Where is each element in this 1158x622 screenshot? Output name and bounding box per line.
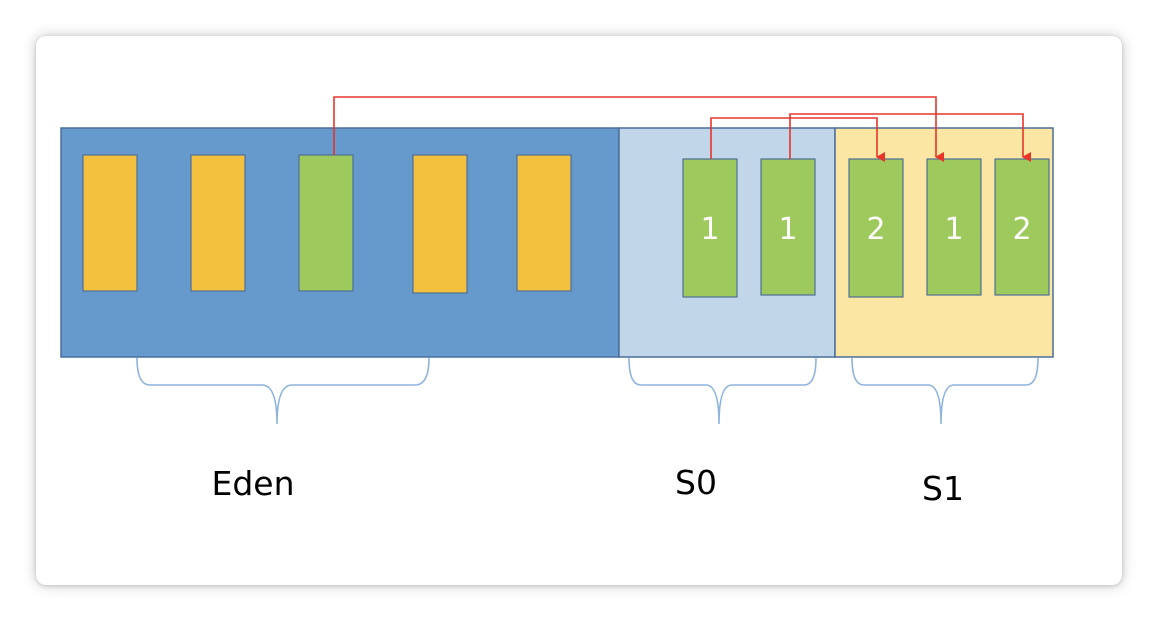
s1-object [848, 158, 904, 298]
s1-label: S1 [922, 469, 964, 508]
eden-object [516, 154, 572, 292]
s0-object [682, 158, 738, 298]
eden-brace [136, 357, 430, 425]
eden-label: Eden [211, 464, 294, 503]
copy-arrow-s0-to-s1 [710, 117, 885, 162]
s0-object-age: 1 [700, 212, 719, 247]
s1-object-age: 2 [1012, 212, 1031, 247]
eden-object-surviving [298, 154, 354, 292]
eden-object [190, 154, 246, 292]
eden-object [412, 154, 468, 294]
s1-object-age: 1 [944, 212, 963, 247]
s1-brace [851, 357, 1039, 425]
s0-brace [628, 357, 817, 425]
eden-object [82, 154, 138, 292]
s0-object-age: 1 [778, 212, 797, 247]
copy-arrow-s0-to-s1 [789, 113, 1031, 162]
s1-object [994, 158, 1050, 296]
s1-object [926, 158, 982, 296]
s0-label: S0 [675, 463, 717, 502]
copy-arrow-eden-to-s1 [333, 96, 944, 162]
s0-object [760, 158, 816, 296]
s1-object-age: 2 [866, 212, 885, 247]
